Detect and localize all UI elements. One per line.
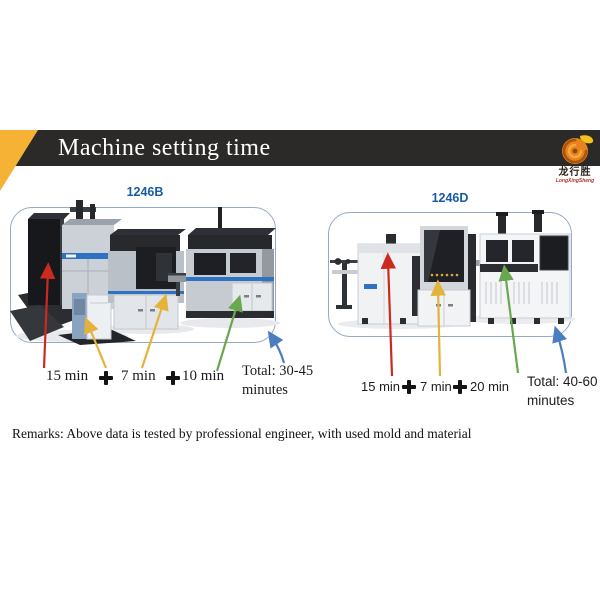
plus-icon <box>166 371 180 385</box>
company-logo-icon <box>562 135 594 164</box>
total-time-1246d: Total: 40-60 minutes <box>527 372 598 410</box>
title-bar <box>0 130 600 166</box>
time-d-step-3: 20 min <box>470 379 510 394</box>
machine-1246d-right-unit <box>479 210 571 324</box>
time-b-step-3: 10 min <box>182 368 225 384</box>
time-b-step-2: 7 min <box>121 368 156 384</box>
machine-1246d-box <box>328 212 572 337</box>
machine-1246b-illustration <box>10 200 280 345</box>
machine-1246d-label: 1246D <box>431 191 469 205</box>
total-d-line2: minutes <box>527 393 575 408</box>
time-b-step-1: 15 min <box>46 368 89 384</box>
time-d-step-1: 15 min <box>361 379 401 394</box>
plus-icon <box>402 380 416 394</box>
machine-1246d-center-unit <box>417 226 476 327</box>
logo-romanized-text: LongXingSheng <box>555 178 595 184</box>
total-b-line1: Total: 30-45 <box>242 363 314 379</box>
total-b-line2: minutes <box>242 382 288 398</box>
plus-icon <box>453 380 467 394</box>
time-d-step-2: 7 min <box>420 379 452 394</box>
machine-1246d-illustration <box>330 210 575 329</box>
logo-chinese-text: 龙行胜 <box>558 167 592 178</box>
total-d-line1: Total: 40-60 <box>527 374 598 389</box>
total-time-1246b: Total: 30-45 minutes <box>242 362 313 400</box>
remarks-text: Remarks: Above data is tested by profess… <box>12 426 472 441</box>
machine-1246b-label: 1246B <box>126 185 164 199</box>
page-title: Machine setting time <box>58 135 271 161</box>
plus-icon <box>99 371 113 385</box>
machine-1246b-right-unit <box>186 207 276 318</box>
